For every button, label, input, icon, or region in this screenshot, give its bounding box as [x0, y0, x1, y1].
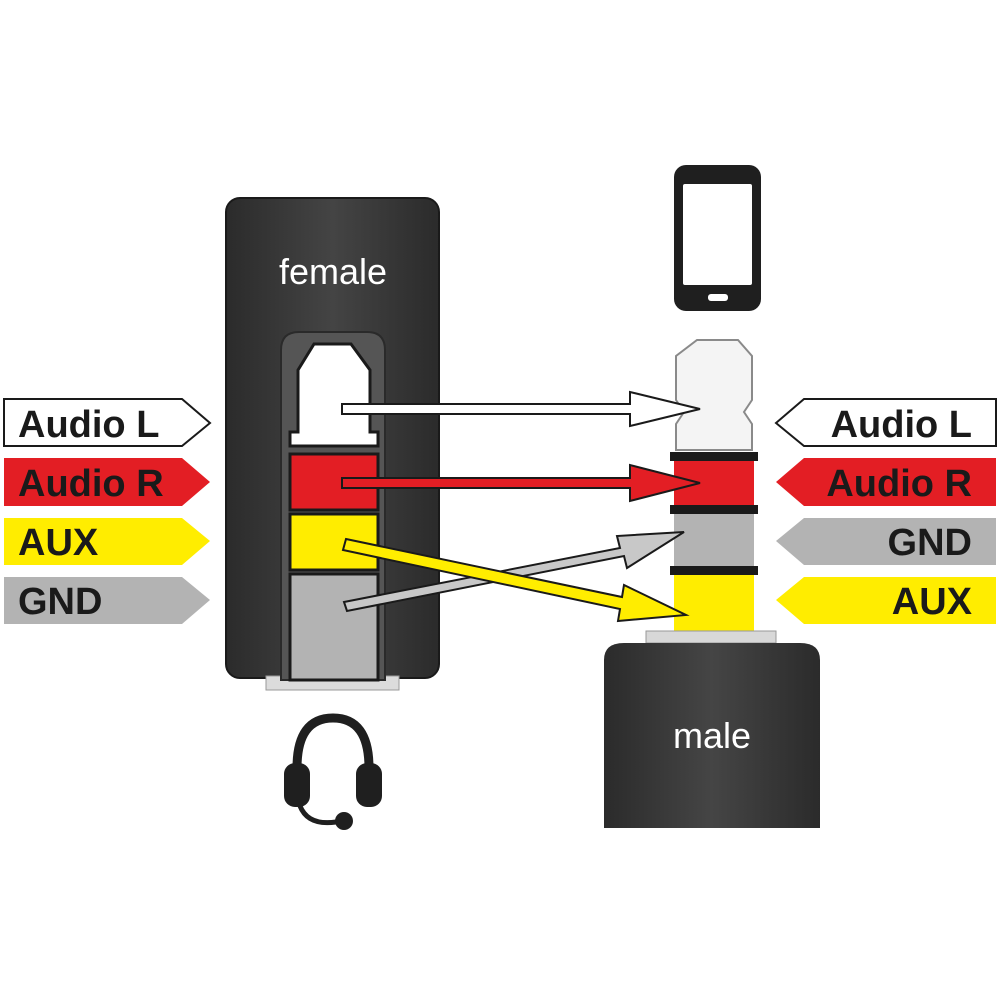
left-label-audio-l-tag	[3, 398, 212, 447]
left-label-aux-tag	[4, 518, 210, 565]
male-connector-body	[604, 643, 820, 828]
right-label-gnd-text: GND	[888, 522, 972, 564]
right-label-audio-r-tag	[776, 458, 996, 506]
left-label-aux: AUX	[4, 518, 210, 565]
male-ring-2	[670, 505, 758, 514]
headset-icon	[284, 713, 382, 830]
left-label-gnd-text: GND	[18, 581, 102, 623]
right-label-gnd-tag	[776, 518, 996, 565]
male-collar	[645, 630, 777, 644]
connection-arrows	[341, 390, 701, 623]
female-contact-gnd	[288, 572, 380, 682]
female-caption: female	[279, 251, 387, 292]
right-label-aux-tag	[776, 577, 996, 624]
right-labels: Audio L Audio R GND AUX	[774, 398, 997, 624]
right-label-audio-r: Audio R	[776, 458, 996, 506]
male-contact-audio-l	[675, 339, 753, 451]
male-contact-gnd	[674, 514, 754, 566]
left-label-audio-l-text: Audio L	[18, 404, 159, 446]
male-ring-1	[670, 452, 758, 461]
arrow-audio-r	[341, 463, 701, 503]
right-label-aux-text: AUX	[892, 581, 973, 623]
male-connector: male	[604, 339, 820, 828]
male-contact-aux	[674, 575, 754, 631]
left-label-audio-l: Audio L	[3, 398, 212, 447]
male-ring-3	[670, 566, 758, 575]
arrow-audio-l	[341, 390, 701, 428]
female-connector: female	[225, 197, 440, 691]
male-caption: male	[673, 715, 751, 756]
female-contact-audio-l	[288, 342, 380, 448]
left-label-audio-r-tag	[4, 458, 210, 506]
arrow-gnd	[342, 531, 685, 613]
right-label-aux: AUX	[776, 577, 996, 624]
left-label-aux-text: AUX	[18, 522, 99, 564]
left-labels: Audio L Audio R AUX GND	[3, 398, 212, 624]
left-label-audio-r-text: Audio R	[18, 463, 164, 505]
right-label-audio-l: Audio L	[774, 398, 997, 447]
right-label-audio-l-tag	[774, 398, 997, 447]
right-label-audio-r-text: Audio R	[826, 463, 972, 505]
left-label-gnd-tag	[4, 577, 210, 624]
smartphone-icon	[674, 165, 761, 311]
right-label-gnd: GND	[776, 518, 996, 565]
right-label-audio-l-text: Audio L	[831, 404, 972, 446]
left-label-gnd: GND	[4, 577, 210, 624]
arrow-aux	[341, 537, 690, 623]
left-label-audio-r: Audio R	[4, 458, 210, 506]
